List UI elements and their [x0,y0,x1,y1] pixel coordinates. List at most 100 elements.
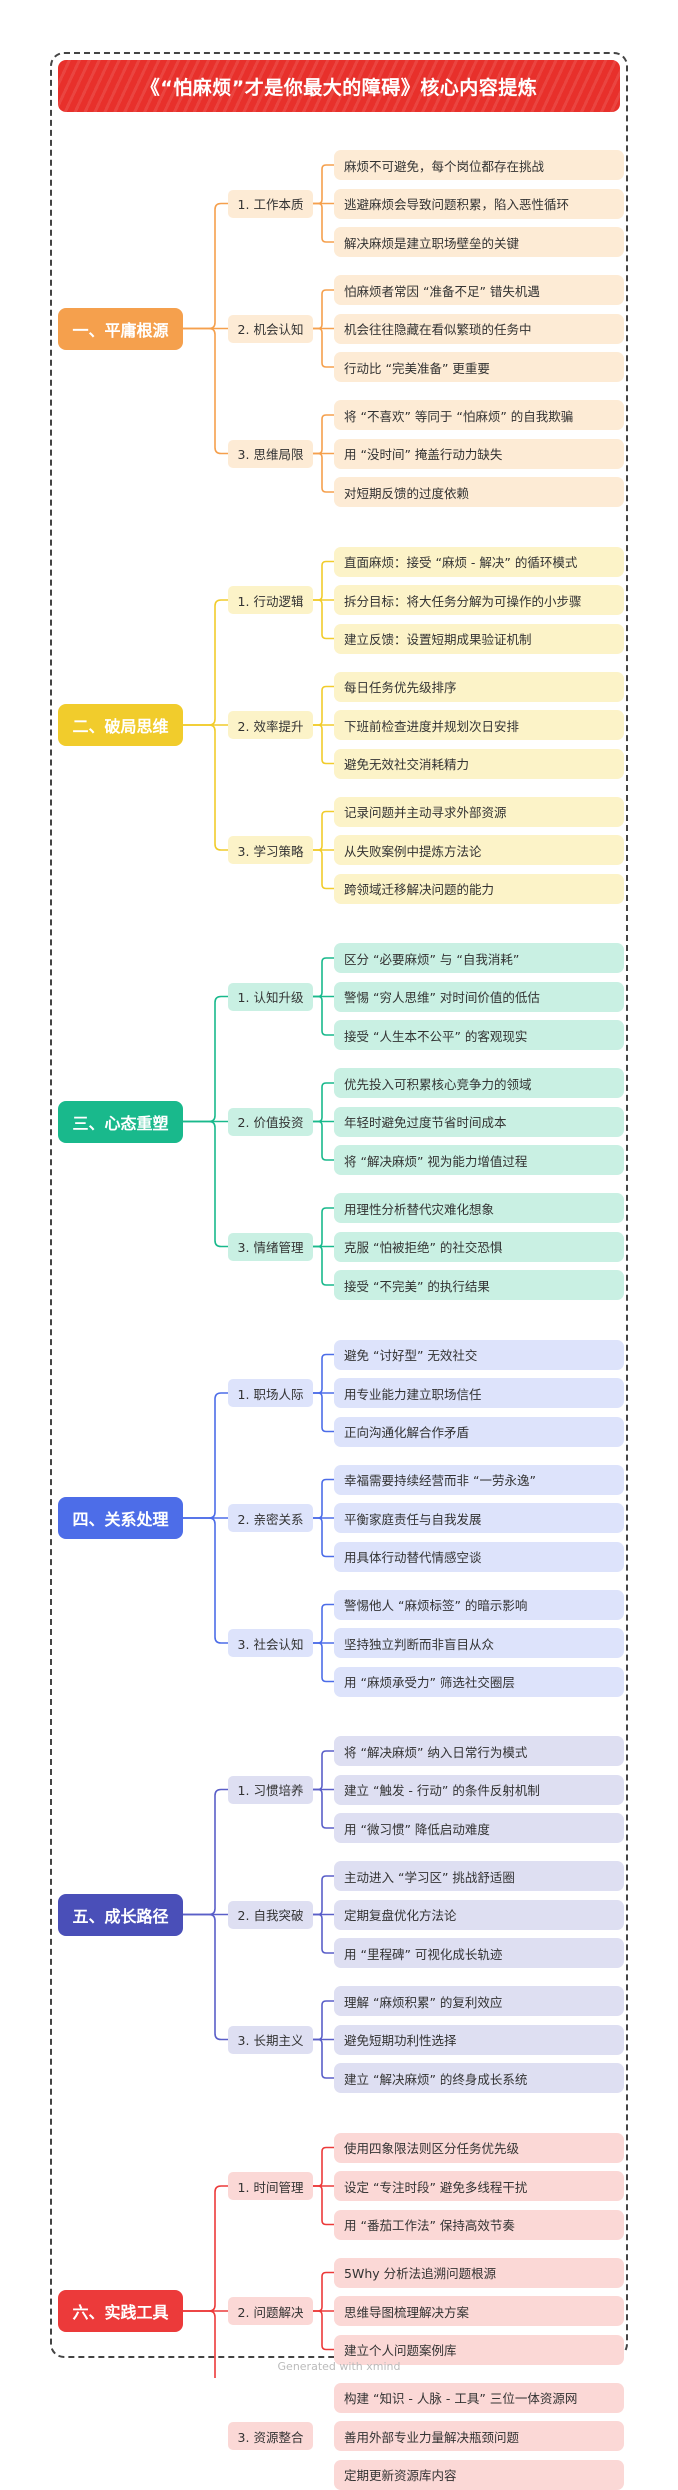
connector-lines [183,164,334,2378]
leaf-node: 下班前检查进度并规划次日安排 [334,710,624,740]
connector [183,2310,216,2378]
leaf-node: 拆分目标：将大任务分解为可操作的小步骤 [334,585,624,615]
leaf-node: 用专业能力建立职场信任 [334,1378,624,1408]
leaf-node: 善用外部专业力量解决瓶颈问题 [334,2421,624,2451]
connector [313,289,334,330]
leaf-node: 设定 “专注时段” 避免多线程干扰 [334,2171,624,2201]
connector [183,1788,228,1916]
branch-node: 3. 思维局限 [228,439,313,468]
connector [313,1788,334,1829]
connector [313,452,334,493]
connector [313,327,334,368]
section-node: 一、平庸根源 [58,307,183,350]
leaf-node: 定期更新资源库内容 [334,2459,624,2490]
leaf-node: 警惕 “穷人思维” 对时间价值的低估 [334,981,624,1012]
leaf-node: 年轻时避免过度节省时间成本 [334,1106,624,1137]
leaf-node: 怕麻烦者常因 “准备不足” 错失机遇 [334,275,624,305]
connector [313,599,334,640]
leaf-node: 将 “解决麻烦” 视为能力增值过程 [334,1145,624,1175]
leaf-node: 接受 “不完美” 的执行结果 [334,1270,624,1300]
branch-node: 3. 资源整合 [228,2422,313,2450]
leaf-node: 用 “没时间” 掩盖行动力缺失 [334,438,624,469]
connector [313,724,334,765]
leaf-node: 用理性分析替代灾难化想象 [334,1193,624,1223]
leaf-node: 坚持独立判断而非盲目从众 [334,1628,624,1658]
leaf-node: 麻烦不可避免，每个岗位都存在挑战 [334,150,624,180]
leaf-node: 建立 “触发 - 行动” 的条件反射机制 [334,1774,624,1805]
connector [313,1478,334,1519]
leaf-node: 避免 “讨好型” 无效社交 [334,1339,624,1370]
section-node: 二、破局思维 [58,704,183,746]
connector [183,2185,228,2312]
connector [183,327,228,455]
connector [313,2310,334,2351]
branch-node: 2. 亲密关系 [228,1504,313,1532]
connector [313,849,334,890]
leaf-node: 将 “解决麻烦” 纳入日常行为模式 [334,1736,624,1766]
connector [183,995,228,1123]
leaf-node: 用 “麻烦承受力” 筛选社交圈层 [334,1666,624,1697]
connector [183,1913,228,2041]
leaf-node: 行动比 “完美准备” 更重要 [334,352,624,382]
leaf-node: 记录问题并主动寻求外部资源 [334,796,624,827]
section-node: 六、实践工具 [58,2290,183,2332]
connector [313,1207,334,1248]
branch-node: 1. 习惯培养 [228,1775,313,1804]
leaf-node: 区分 “必要麻烦” 与 “自我消耗” [334,943,624,973]
leaf-node: 构建 “知识 - 人脉 - 工具” 三位一体资源网 [334,2382,624,2413]
leaf-node: 逃避麻烦会导致问题积累，陷入恶性循环 [334,188,624,219]
connector [313,1875,334,1916]
leaf-node: 机会往往隐藏在看似繁琐的任务中 [334,313,624,344]
connector [313,1392,334,1433]
branch-node: 1. 时间管理 [228,2172,313,2200]
branch-node: 3. 长期主义 [228,2025,313,2054]
connector [313,1082,334,1123]
leaf-node: 对短期反馈的过度依赖 [334,477,624,507]
mindmap-title: 《“怕麻烦”才是你最大的障碍》核心内容提炼 [58,60,620,112]
branch-node: 1. 行动逻辑 [228,586,313,614]
connector [313,1642,334,1683]
leaf-node: 建立个人问题案例库 [334,2334,624,2365]
leaf-node: 将 “不喜欢” 等同于 “怕麻烦” 的自我欺骗 [334,400,624,430]
connector [313,414,334,455]
leaf-node: 建立 “解决麻烦” 的终身成长系统 [334,2063,624,2093]
connector [313,1517,334,1558]
leaf-node: 建立反馈：设置短期成果验证机制 [334,623,624,654]
leaf-node: 警惕他人 “麻烦标签” 的暗示影响 [334,1589,624,1620]
connector [183,1517,228,1644]
leaf-node: 克服 “怕被拒绝” 的社交恐惧 [334,1231,624,1262]
connector [313,1603,334,1644]
branch-node: 3. 社会认知 [228,1629,313,1657]
connector [183,1120,228,1248]
branch-node: 2. 价值投资 [228,1107,313,1136]
leaf-node: 用 “番茄工作法” 保持高效节奏 [334,2209,624,2240]
footer-credit: Generated with xmind [277,2360,401,2373]
section-node: 五、成长路径 [58,1893,183,1936]
connector [313,1245,334,1286]
section-node: 四、关系处理 [58,1497,183,1539]
branch-node: 2. 效率提升 [228,711,313,739]
leaf-node: 从失败案例中提炼方法论 [334,835,624,865]
leaf-node: 解决麻烦是建立职场壁垒的关键 [334,227,624,257]
leaf-node: 定期复盘优化方法论 [334,1899,624,1930]
leaf-node: 直面麻烦：接受 “麻烦 - 解决” 的循环模式 [334,546,624,577]
leaf-node: 理解 “麻烦积累” 的复利效应 [334,1986,624,2016]
leaf-node: 幸福需要持续经营而非 “一劳永逸” [334,1464,624,1495]
branch-node: 2. 问题解决 [228,2297,313,2325]
leaf-node: 用具体行动替代情感空谈 [334,1541,624,1572]
connector [183,724,228,851]
connector [313,995,334,1036]
leaf-node: 避免短期功利性选择 [334,2024,624,2055]
branch-node: 3. 学习策略 [228,836,313,864]
leaf-node: 跨领域迁移解决问题的能力 [334,873,624,904]
leaf-node: 平衡家庭责任与自我发展 [334,1503,624,1533]
connector [313,1120,334,1161]
leaf-node: 主动进入 “学习区” 挑战舒适圈 [334,1861,624,1891]
connector [183,1392,228,1519]
leaf-node: 接受 “人生本不公平” 的客观现实 [334,1020,624,1050]
leaf-node: 思维导图梳理解决方案 [334,2296,624,2326]
branch-node: 1. 工作本质 [228,189,313,218]
leaf-node: 正向沟通化解合作矛盾 [334,1416,624,1447]
leaf-node: 优先投入可积累核心竞争力的领域 [334,1068,624,1098]
connector [313,2271,334,2312]
